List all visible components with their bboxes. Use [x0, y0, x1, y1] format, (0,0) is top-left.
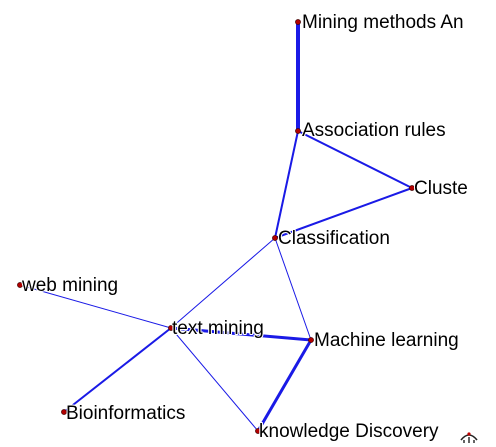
edge-machine-learning-to-knowledge-discovery [256, 338, 313, 433]
edge-text-mining-to-machine-learning [169, 326, 313, 342]
node-label-bioinformatics: Bioinformatics [66, 403, 185, 424]
app-logo-icon [460, 432, 478, 443]
graph-edges [19, 20, 413, 433]
node-label-clustering: Cluste [414, 178, 468, 199]
graph-nodes: Mining methods An Association rulesCluste… [17, 11, 469, 443]
node-dot-knowledge-discovery [255, 428, 261, 434]
node-dot-association-rules [295, 128, 301, 134]
node-label-machine-learning: Machine learning [314, 330, 459, 351]
node-label-association-rules: Association rules [302, 120, 446, 141]
node-classification[interactable]: Classification [272, 227, 391, 250]
node-bioinformatics[interactable]: Bioinformatics [61, 402, 186, 425]
node-label-web-mining: web mining [21, 275, 118, 296]
node-association-rules[interactable]: Association rules [295, 119, 447, 142]
node-label-mining-methods: Mining methods An [302, 12, 464, 33]
edge-clustering-to-classification [274, 187, 413, 239]
edge-text-mining-to-bioinformatics [63, 327, 172, 413]
edge-association-rules-to-clustering [297, 130, 413, 189]
node-label-knowledge-discovery: knowledge Discovery [259, 421, 439, 442]
node-label-classification: Classification [278, 228, 390, 249]
node-dot-bioinformatics [61, 409, 67, 415]
node-dot-mining-methods [295, 19, 301, 25]
edge-classification-to-text-mining [170, 237, 276, 329]
node-dot-machine-learning [308, 337, 314, 343]
node-dot-web-mining [17, 282, 23, 288]
node-mining-methods[interactable]: Mining methods An [295, 11, 465, 34]
node-dot-clustering [409, 185, 415, 191]
node-knowledge-discovery[interactable]: knowledge Discovery [255, 420, 440, 443]
edge-web-mining-to-text-mining [19, 284, 172, 329]
edge-classification-to-machine-learning [274, 237, 312, 341]
node-label-text-mining: text mining [172, 318, 264, 339]
node-dot-classification [272, 235, 278, 241]
node-web-mining[interactable]: web mining [17, 274, 119, 297]
node-text-mining[interactable]: text mining [168, 317, 265, 340]
node-dot-text-mining [168, 325, 174, 331]
node-clustering[interactable]: Cluste [409, 177, 469, 200]
edge-association-rules-to-classification [274, 130, 299, 239]
node-machine-learning[interactable]: Machine learning [308, 329, 460, 352]
edge-text-mining-to-knowledge-discovery [170, 327, 259, 432]
